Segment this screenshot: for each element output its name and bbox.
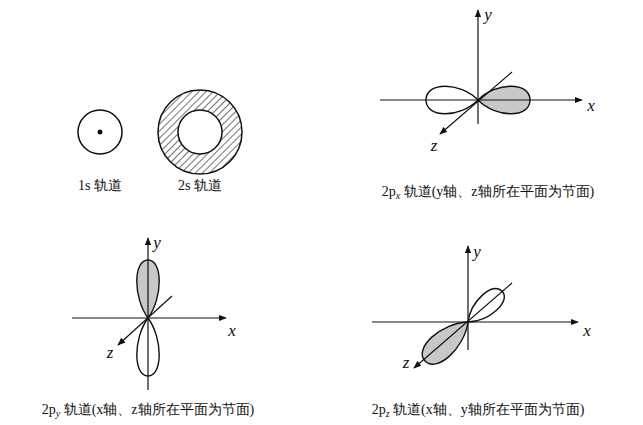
orbital-caption: 2s 轨道 bbox=[178, 179, 222, 193]
axis-label: z bbox=[431, 137, 438, 154]
axis-label: y bbox=[473, 243, 481, 260]
y-axis bbox=[147, 238, 148, 390]
x-axis bbox=[380, 99, 582, 100]
z-axis bbox=[440, 72, 512, 134]
y-axis bbox=[477, 10, 478, 124]
x-axis bbox=[372, 321, 578, 322]
y-axis bbox=[467, 246, 468, 350]
s-orbitals bbox=[78, 90, 242, 174]
axes bbox=[72, 10, 582, 390]
orbital-caption: 2px 轨道(y轴、z轴所在平面为节面) bbox=[382, 185, 595, 199]
axis-label: y bbox=[153, 234, 161, 251]
axis-label: z bbox=[107, 344, 114, 361]
z-axis bbox=[414, 283, 512, 368]
z-axis bbox=[118, 296, 172, 345]
orbital-caption: 2py 轨道(x轴、z轴所在平面为节面) bbox=[42, 403, 255, 417]
axis-label: z bbox=[403, 354, 410, 371]
axis-label: x bbox=[587, 97, 595, 114]
nucleus-dot bbox=[98, 130, 103, 135]
orbital-2s bbox=[158, 90, 242, 174]
orbital-caption: 1s 轨道 bbox=[78, 179, 122, 193]
orbital-1s bbox=[78, 110, 122, 154]
axis-label: x bbox=[583, 322, 591, 339]
axis-label: y bbox=[484, 6, 492, 23]
axis-label: x bbox=[228, 322, 236, 339]
p-orbital-lobes bbox=[137, 86, 530, 376]
orbital-caption: 2pz 轨道(x轴、y轴所在平面为节面) bbox=[372, 403, 585, 417]
